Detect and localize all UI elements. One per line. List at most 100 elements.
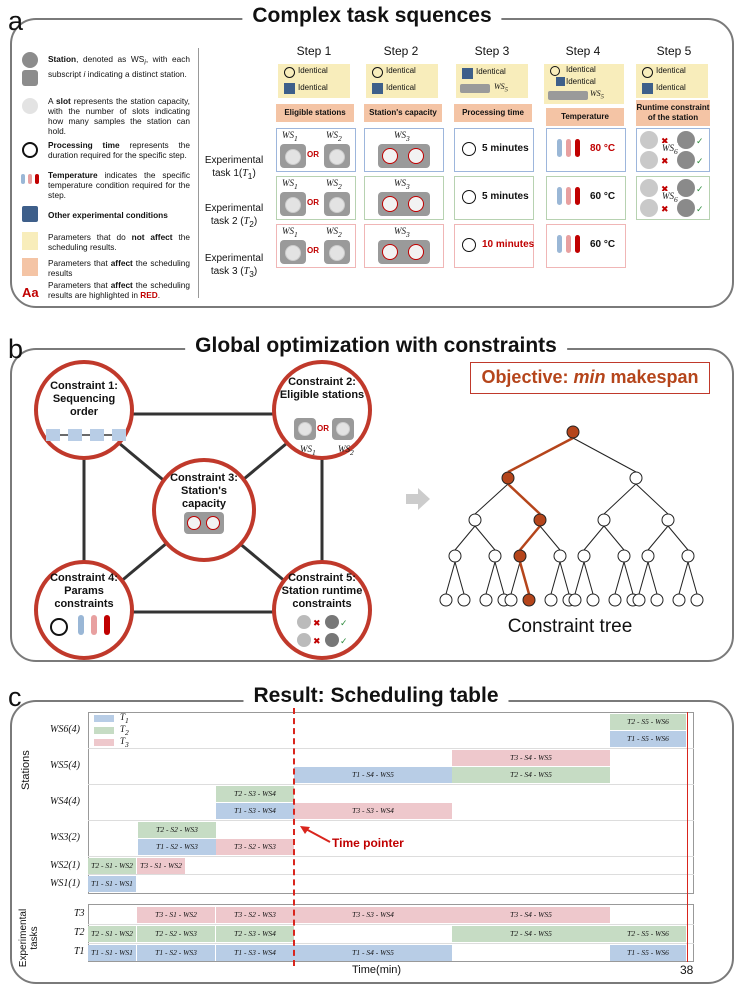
tree-edge (454, 525, 476, 551)
row-gridline (88, 784, 694, 785)
step-4-title: Step 4 (565, 44, 601, 58)
identical-text: Identical (476, 67, 506, 76)
ws2-label: WS2 (326, 226, 342, 239)
bar-t1-s5: T1 - S5 - WS6 (610, 945, 686, 961)
identical-text: Identical (298, 66, 328, 75)
legend-t2: T2 (120, 724, 129, 737)
thermometer-icon (556, 234, 582, 261)
tree-edge (485, 561, 496, 595)
runtime-icon: ✖✖✓✓ (638, 130, 708, 175)
legend-t1: T1 (120, 712, 129, 725)
step-2-title: Step 2 (383, 44, 419, 58)
tree-node (533, 513, 547, 527)
constraint-4-circle (34, 560, 134, 660)
time-axis-label: Time(min) (352, 964, 402, 976)
tree-node (568, 593, 582, 607)
step2-identical-box: Identical Identical (366, 64, 438, 98)
processing-time-value: 10 minutes (482, 239, 535, 250)
stopwatch-icon (284, 67, 295, 78)
row-ws2: WS2(1) (50, 860, 80, 871)
tree-node (553, 549, 567, 563)
svg-text:✖: ✖ (661, 204, 669, 214)
runtime-icon: ✖✖✓✓ (296, 614, 350, 653)
slot-icon (22, 98, 38, 114)
slot-circle (329, 149, 345, 165)
tree-node (577, 549, 591, 563)
bar-ws4-t3: T3 - S3 - WS4 (294, 803, 452, 819)
row-ws4: WS4(4) (50, 796, 80, 807)
tree-edge (494, 561, 505, 595)
tree-node (661, 513, 675, 527)
tree-node (597, 513, 611, 527)
station-box (294, 418, 316, 440)
other-conditions-icon (642, 83, 653, 94)
grid-cell (454, 128, 534, 172)
tree-node (617, 549, 631, 563)
slot-circle (382, 148, 398, 164)
capacity-station-icon (184, 512, 224, 534)
stopwatch-icon (462, 190, 476, 204)
svg-text:✓: ✓ (696, 184, 704, 194)
tree-node (522, 593, 536, 607)
stations-chart-frame (88, 712, 694, 894)
other-conditions-icon (22, 206, 38, 222)
legend-t3-swatch (94, 739, 114, 746)
tree-edge (474, 525, 496, 551)
identical-text: Identical (386, 83, 416, 92)
svg-text:✖: ✖ (313, 636, 321, 646)
svg-text:✓: ✓ (340, 618, 348, 628)
legend-t3: T3 (120, 736, 129, 749)
tree-edge (667, 525, 689, 551)
identical-text: Identical (566, 65, 596, 74)
tree-node (672, 593, 686, 607)
tree-edge (635, 483, 669, 515)
time-pointer-arrow (298, 824, 332, 851)
tree-node (544, 593, 558, 607)
bar-ws3-t1: T1 - S2 - WS3 (138, 839, 216, 855)
header-temperature: Temperature (546, 108, 624, 126)
row-gridline (88, 856, 694, 857)
identical-text: Identical (298, 83, 328, 92)
identical-text: Identical (386, 66, 416, 75)
ws1-label: WS1 (300, 444, 316, 457)
end-tick-label: 38 (680, 963, 694, 977)
tree-edge (583, 561, 594, 595)
tree-edge (647, 561, 658, 595)
stopwatch-icon (462, 238, 476, 252)
or-label: OR (317, 424, 329, 433)
step-1-title: Step 1 (296, 44, 332, 58)
row-t1: T1 (74, 946, 85, 957)
constraint-3-circle (152, 458, 256, 562)
panel-a-label: a (8, 6, 24, 36)
or-label: OR (307, 150, 319, 159)
svg-text:✓: ✓ (696, 156, 704, 166)
row-label-task3: Experimental task 3 (T3) (204, 253, 264, 279)
tasks-axis-label: Experimental tasks (18, 908, 40, 968)
tree-edge (687, 561, 698, 595)
legend-divider (198, 48, 199, 298)
objective-box: Objective: min makespan (470, 362, 710, 394)
constraint-5-circle (272, 560, 372, 660)
bar-t1-s1: T1 - S1 - WS1 (88, 945, 136, 961)
tree-edge (559, 561, 570, 595)
constraint-4-text: Constraint 4: Params constraints (50, 572, 118, 610)
panel-b-label: b (8, 334, 24, 364)
slot-circle (285, 245, 301, 261)
legend-affect: Parameters that affect the scheduling re… (48, 258, 190, 278)
row-ws6: WS6(4) (50, 724, 80, 735)
row-t2: T2 (74, 927, 85, 938)
no-affect-swatch (22, 232, 38, 250)
stopwatch-icon (50, 618, 68, 636)
processing-time-value: 5 minutes (482, 191, 529, 202)
tree-label: Constraint tree (507, 616, 633, 637)
constraint-5-text: Constraint 5: Station runtime constraint… (281, 572, 363, 610)
step5-identical-box: Identical Identical (636, 64, 708, 98)
tree-edge (603, 483, 637, 515)
thermometer-icon (76, 614, 116, 645)
tree-node (629, 471, 643, 485)
time-pointer-label: Time pointer (332, 836, 404, 850)
tree-edge (445, 561, 456, 595)
thermometer-icon (20, 173, 42, 187)
tree-node (479, 593, 493, 607)
ws5-label: WS5 (494, 82, 508, 94)
